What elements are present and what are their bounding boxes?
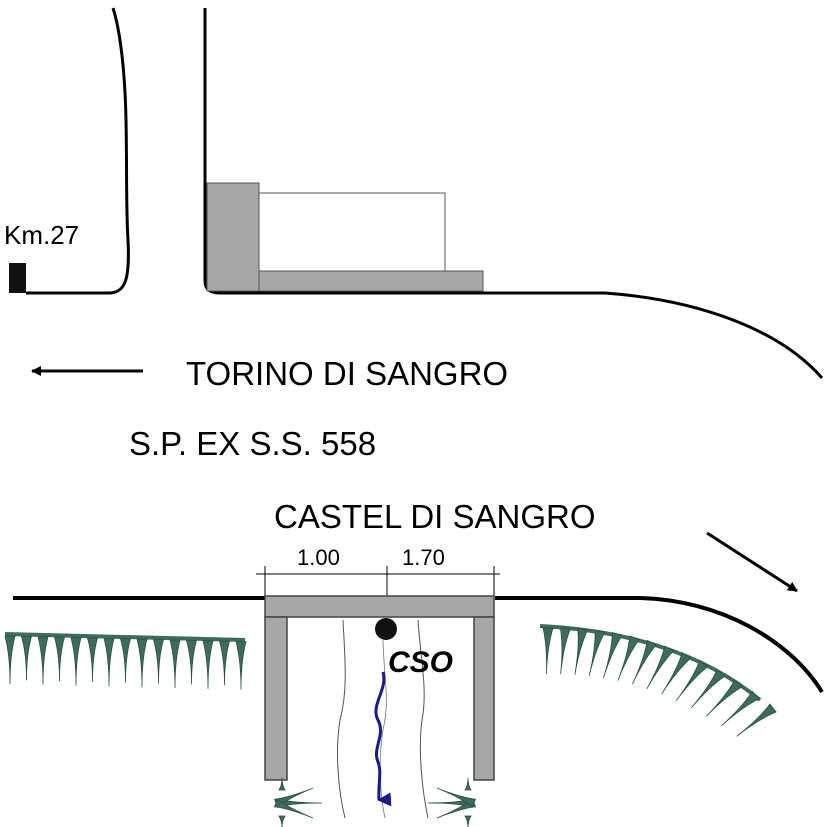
- building-base: [258, 270, 484, 292]
- culvert-deck: [264, 595, 495, 618]
- vegetation-spike: [103, 638, 115, 687]
- vegetation-spike: [273, 787, 314, 808]
- cso-label: CSO: [388, 646, 453, 679]
- vegetation-spike: [169, 639, 181, 689]
- vegetation-spike: [603, 631, 623, 679]
- direction-right-label: CASTEL DI SANGRO: [274, 498, 596, 535]
- building-outline: [258, 192, 446, 272]
- vegetation-spike: [559, 627, 571, 675]
- vegetation-spike: [736, 703, 777, 737]
- vegetation-spike: [53, 636, 66, 682]
- vegetation-bottom-left: [273, 777, 323, 827]
- vegetation-spike: [86, 637, 99, 683]
- vegetation-spike: [646, 645, 675, 689]
- culvert-left-wall: [264, 616, 288, 781]
- vegetation-spike: [436, 798, 477, 819]
- km-marker: [9, 263, 26, 293]
- km-label: Km.27: [4, 220, 79, 250]
- vegetation-spike: [676, 660, 709, 701]
- vegetation-spike: [119, 638, 132, 683]
- flow-arrow: [374, 671, 392, 807]
- vegetation-spike: [705, 679, 743, 717]
- vegetation-spike: [690, 669, 726, 709]
- direction-left-label: TORINO DI SANGRO: [186, 355, 508, 392]
- vegetation-spike: [617, 635, 640, 681]
- dimension-line: [256, 566, 500, 596]
- dimension-right-label: 1.70: [402, 545, 445, 570]
- vegetation-spike: [436, 787, 477, 808]
- culvert-right-wall: [473, 616, 495, 781]
- stream-bank-left: [337, 619, 346, 819]
- vegetation-spike: [464, 815, 472, 827]
- vegetation-right: [539, 624, 777, 737]
- road-label: S.P. EX S.S. 558: [129, 425, 376, 462]
- vegetation-spike: [20, 636, 33, 681]
- vegetation-spike: [185, 640, 198, 685]
- vegetation-spike: [721, 690, 760, 727]
- vegetation-spike: [278, 777, 286, 791]
- vegetation-spike: [661, 652, 692, 695]
- right-direction-arrow: [706, 531, 798, 593]
- vegetation-base: [539, 624, 762, 702]
- vegetation-spike: [542, 627, 554, 674]
- vegetation-spike: [631, 639, 658, 685]
- cso-point: [375, 618, 397, 640]
- vegetation-spike: [218, 640, 231, 686]
- dimension-left-label: 1.00: [297, 545, 340, 570]
- vegetation-spike: [4, 635, 16, 685]
- main-road-edge-right: [495, 596, 824, 694]
- vegetation-spike: [202, 640, 214, 689]
- vegetation-spike: [278, 815, 286, 827]
- vegetation-spike: [152, 639, 165, 684]
- vegetation-spike: [588, 629, 606, 676]
- vegetation-spike: [574, 627, 589, 675]
- side-road-left-edge: [26, 7, 130, 295]
- vegetation-left: [4, 632, 247, 690]
- vegetation-spike: [136, 638, 148, 688]
- stream-bank-right: [417, 619, 429, 819]
- vegetation-bottom-right: [427, 777, 477, 827]
- building-wall: [206, 182, 260, 292]
- vegetation-spike: [464, 777, 472, 791]
- vegetation-spike: [235, 641, 247, 690]
- vegetation-spike: [37, 636, 49, 685]
- vegetation-spike: [273, 798, 314, 819]
- vegetation-base: [4, 632, 246, 642]
- vegetation-spike: [70, 637, 82, 686]
